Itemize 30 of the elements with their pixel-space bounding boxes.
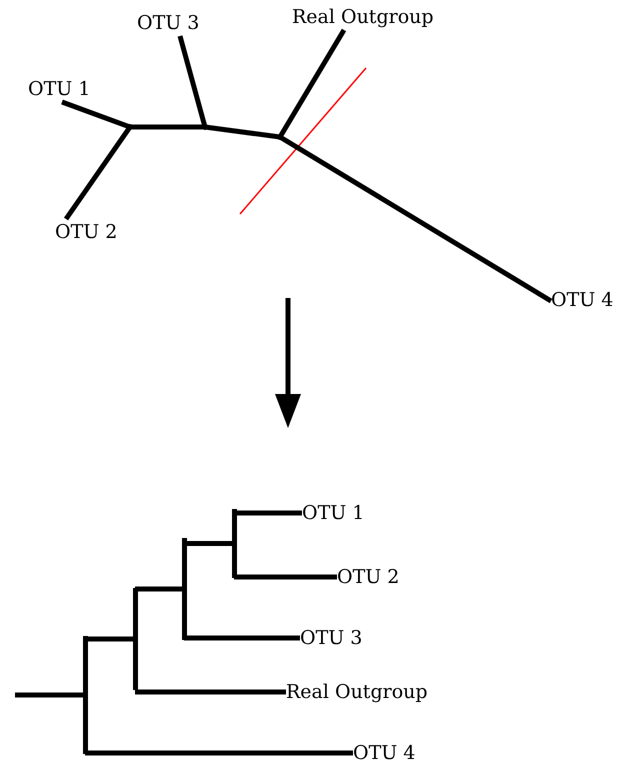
tree-branch	[182, 538, 186, 640]
tree-branch	[61, 100, 131, 130]
leaf-label: OTU 3	[300, 625, 362, 651]
tree-branch	[82, 636, 88, 754]
tree-branch	[64, 126, 132, 220]
tree-branch	[178, 35, 208, 128]
tree-branch	[135, 690, 286, 694]
tree-branch	[184, 636, 300, 640]
tree-branch	[132, 588, 138, 690]
tree-branch	[135, 586, 184, 592]
leaf-label: Real Outgroup	[292, 4, 434, 30]
tree-branch	[85, 636, 135, 642]
tree-branch	[130, 124, 205, 130]
leaf-label: Real Outgroup	[286, 679, 428, 705]
leaf-label: OTU 4	[551, 287, 614, 313]
leaf-label: OTU 4	[353, 740, 416, 766]
leaf-label: OTU 2	[55, 219, 118, 245]
tree-branch	[85, 750, 353, 756]
tree-branch	[232, 509, 236, 578]
tree-branch	[234, 574, 337, 580]
tree-branch	[184, 541, 234, 546]
tree-branch	[15, 692, 85, 698]
leaf-label: OTU 1	[302, 500, 364, 526]
leaf-label: OTU 2	[337, 564, 400, 590]
tree-branch	[234, 510, 302, 516]
leaf-label: OTU 1	[28, 76, 90, 102]
tree-branch	[204, 124, 280, 140]
tree-branch	[278, 28, 346, 138]
tree-branch	[278, 134, 552, 304]
leaf-label: OTU 3	[137, 10, 200, 36]
